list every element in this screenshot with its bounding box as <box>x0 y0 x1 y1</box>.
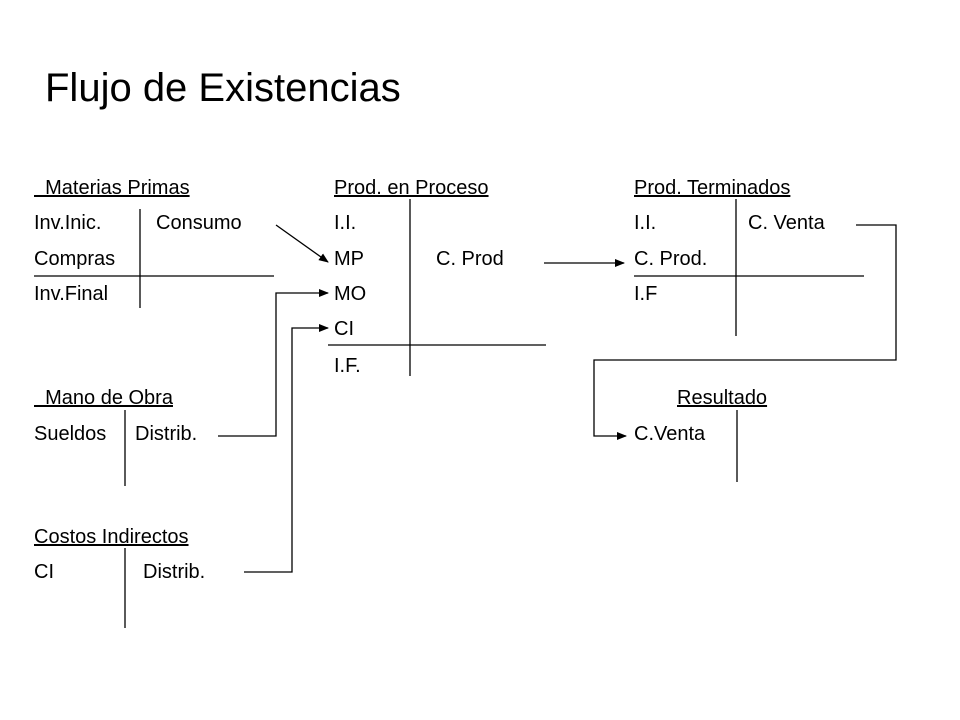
prod-en-proceso-ii: I.I. <box>334 212 357 234</box>
prod-en-proceso-mo: MO <box>334 283 367 305</box>
costos-indirectos-distrib: Distrib. <box>143 561 206 583</box>
materias-primas-inv-final: Inv.Final <box>34 283 109 305</box>
materias-primas-inv-inic: Inv.Inic. <box>34 212 102 234</box>
arrow-consumo-to-mp <box>275 224 329 263</box>
page-title: Flujo de Existencias <box>45 66 401 110</box>
prod-terminados-ii: I.I. <box>634 212 657 234</box>
arrow-mano-de-obra-to-mo <box>218 289 329 437</box>
mano-de-obra-sueldos: Sueldos <box>34 423 107 445</box>
prod-terminados-c-venta: C. Venta <box>748 212 825 234</box>
prod-en-proceso-ci: CI <box>334 318 354 340</box>
prod-en-proceso-mp: MP <box>334 248 364 270</box>
mano-de-obra-distrib: Distrib. <box>135 423 198 445</box>
arrow-costos-indirectos-to-ci <box>244 324 329 573</box>
prod-terminados-if: I.F <box>634 283 658 305</box>
costos-indirectos-ci: CI <box>34 561 54 583</box>
materias-primas-consumo: Consumo <box>156 212 242 234</box>
resultado-header: Resultado <box>677 387 768 409</box>
mano-de-obra-header: Mano de Obra <box>34 387 173 409</box>
prod-en-proceso-c-prod: C. Prod <box>436 248 504 270</box>
prod-en-proceso-if: I.F. <box>334 355 361 377</box>
materias-primas-compras: Compras <box>34 248 116 270</box>
resultado-c-venta: C.Venta <box>634 423 706 445</box>
prod-terminados-header: Prod. Terminados <box>634 177 791 199</box>
costos-indirectos-header: Costos Indirectos <box>34 526 189 548</box>
arrow-c-venta-to-resultado <box>593 224 897 440</box>
prod-en-proceso-header: Prod. en Proceso <box>334 177 489 199</box>
prod-terminados-c-prod: C. Prod. <box>634 248 708 270</box>
materias-primas-header: Materias Primas <box>34 177 190 199</box>
